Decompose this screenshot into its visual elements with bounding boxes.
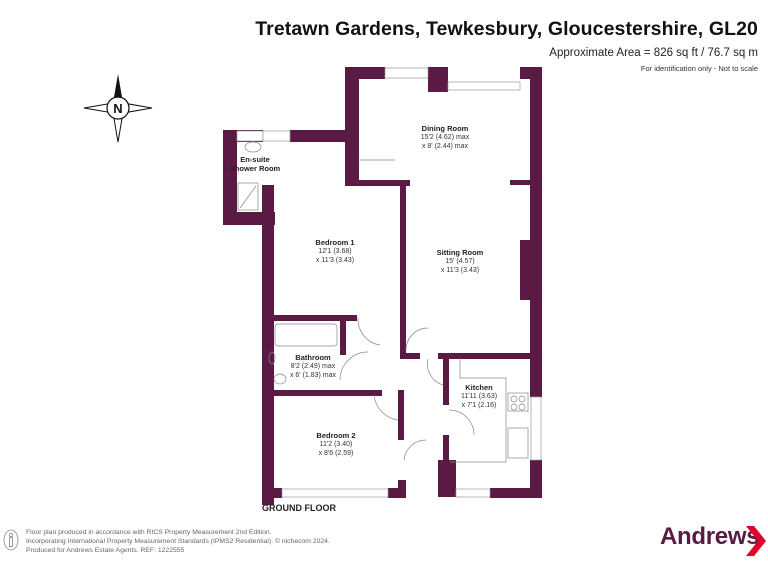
svg-text:N: N [113,101,122,116]
compass-north-icon: N [82,72,154,144]
property-title: Tretawn Gardens, Tewkesbury, Gloucesters… [255,18,758,40]
person-icon [3,529,19,551]
scale-note: For identification only - Not to scale [640,64,758,73]
footer-credits: Floor plan produced in accordance with R… [26,529,330,554]
approximate-area: Approximate Area = 826 sq ft / 76.7 sq m [549,47,758,59]
brand-logo: Andrews [660,523,760,550]
floor-label: GROUND FLOOR [262,503,336,513]
chevron-right-icon [744,526,766,556]
